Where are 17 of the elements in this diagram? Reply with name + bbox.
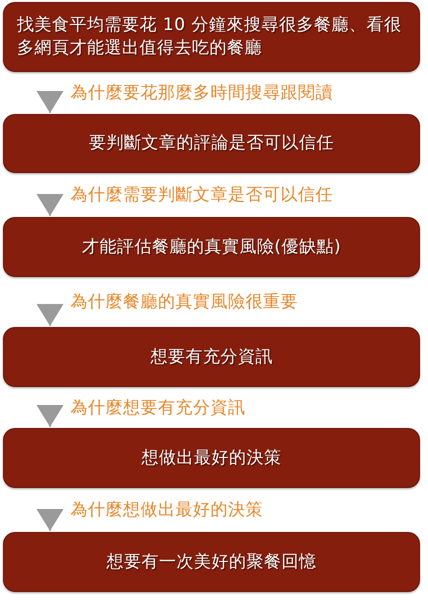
process-box xyxy=(3,428,420,488)
box-text: 想做出最好的決策 xyxy=(142,446,282,470)
process-box xyxy=(3,327,420,387)
edge-label: 為什麼要花那麼多時間搜尋跟閱讀 xyxy=(70,82,333,104)
process-box xyxy=(3,532,420,592)
edge-label: 為什麼想要有充分資訊 xyxy=(70,396,246,418)
box-text: 想要有一次美好的聚餐回憶 xyxy=(106,550,316,574)
process-box xyxy=(3,217,420,277)
edge-label: 為什麼想做出最好的決策 xyxy=(70,499,263,521)
process-box xyxy=(3,2,420,72)
box-text: 想要有充分資訊 xyxy=(150,346,273,368)
box-text: 才能評估餐廳的真實風險(優缺點) xyxy=(82,236,342,258)
edge-label: 為什麼餐廳的真實風險很重要 xyxy=(70,291,298,313)
box-text: 要判斷文章的評論是否可以信任 xyxy=(89,132,334,155)
box-text: 找美食平均需要花 10 分鐘來搜尋很多餐廳、看很多網頁才能選出值得去吃的餐廳 xyxy=(17,14,402,60)
edge-label: 為什麼需要判斷文章是否可以信任 xyxy=(70,184,333,206)
process-box xyxy=(3,114,420,173)
